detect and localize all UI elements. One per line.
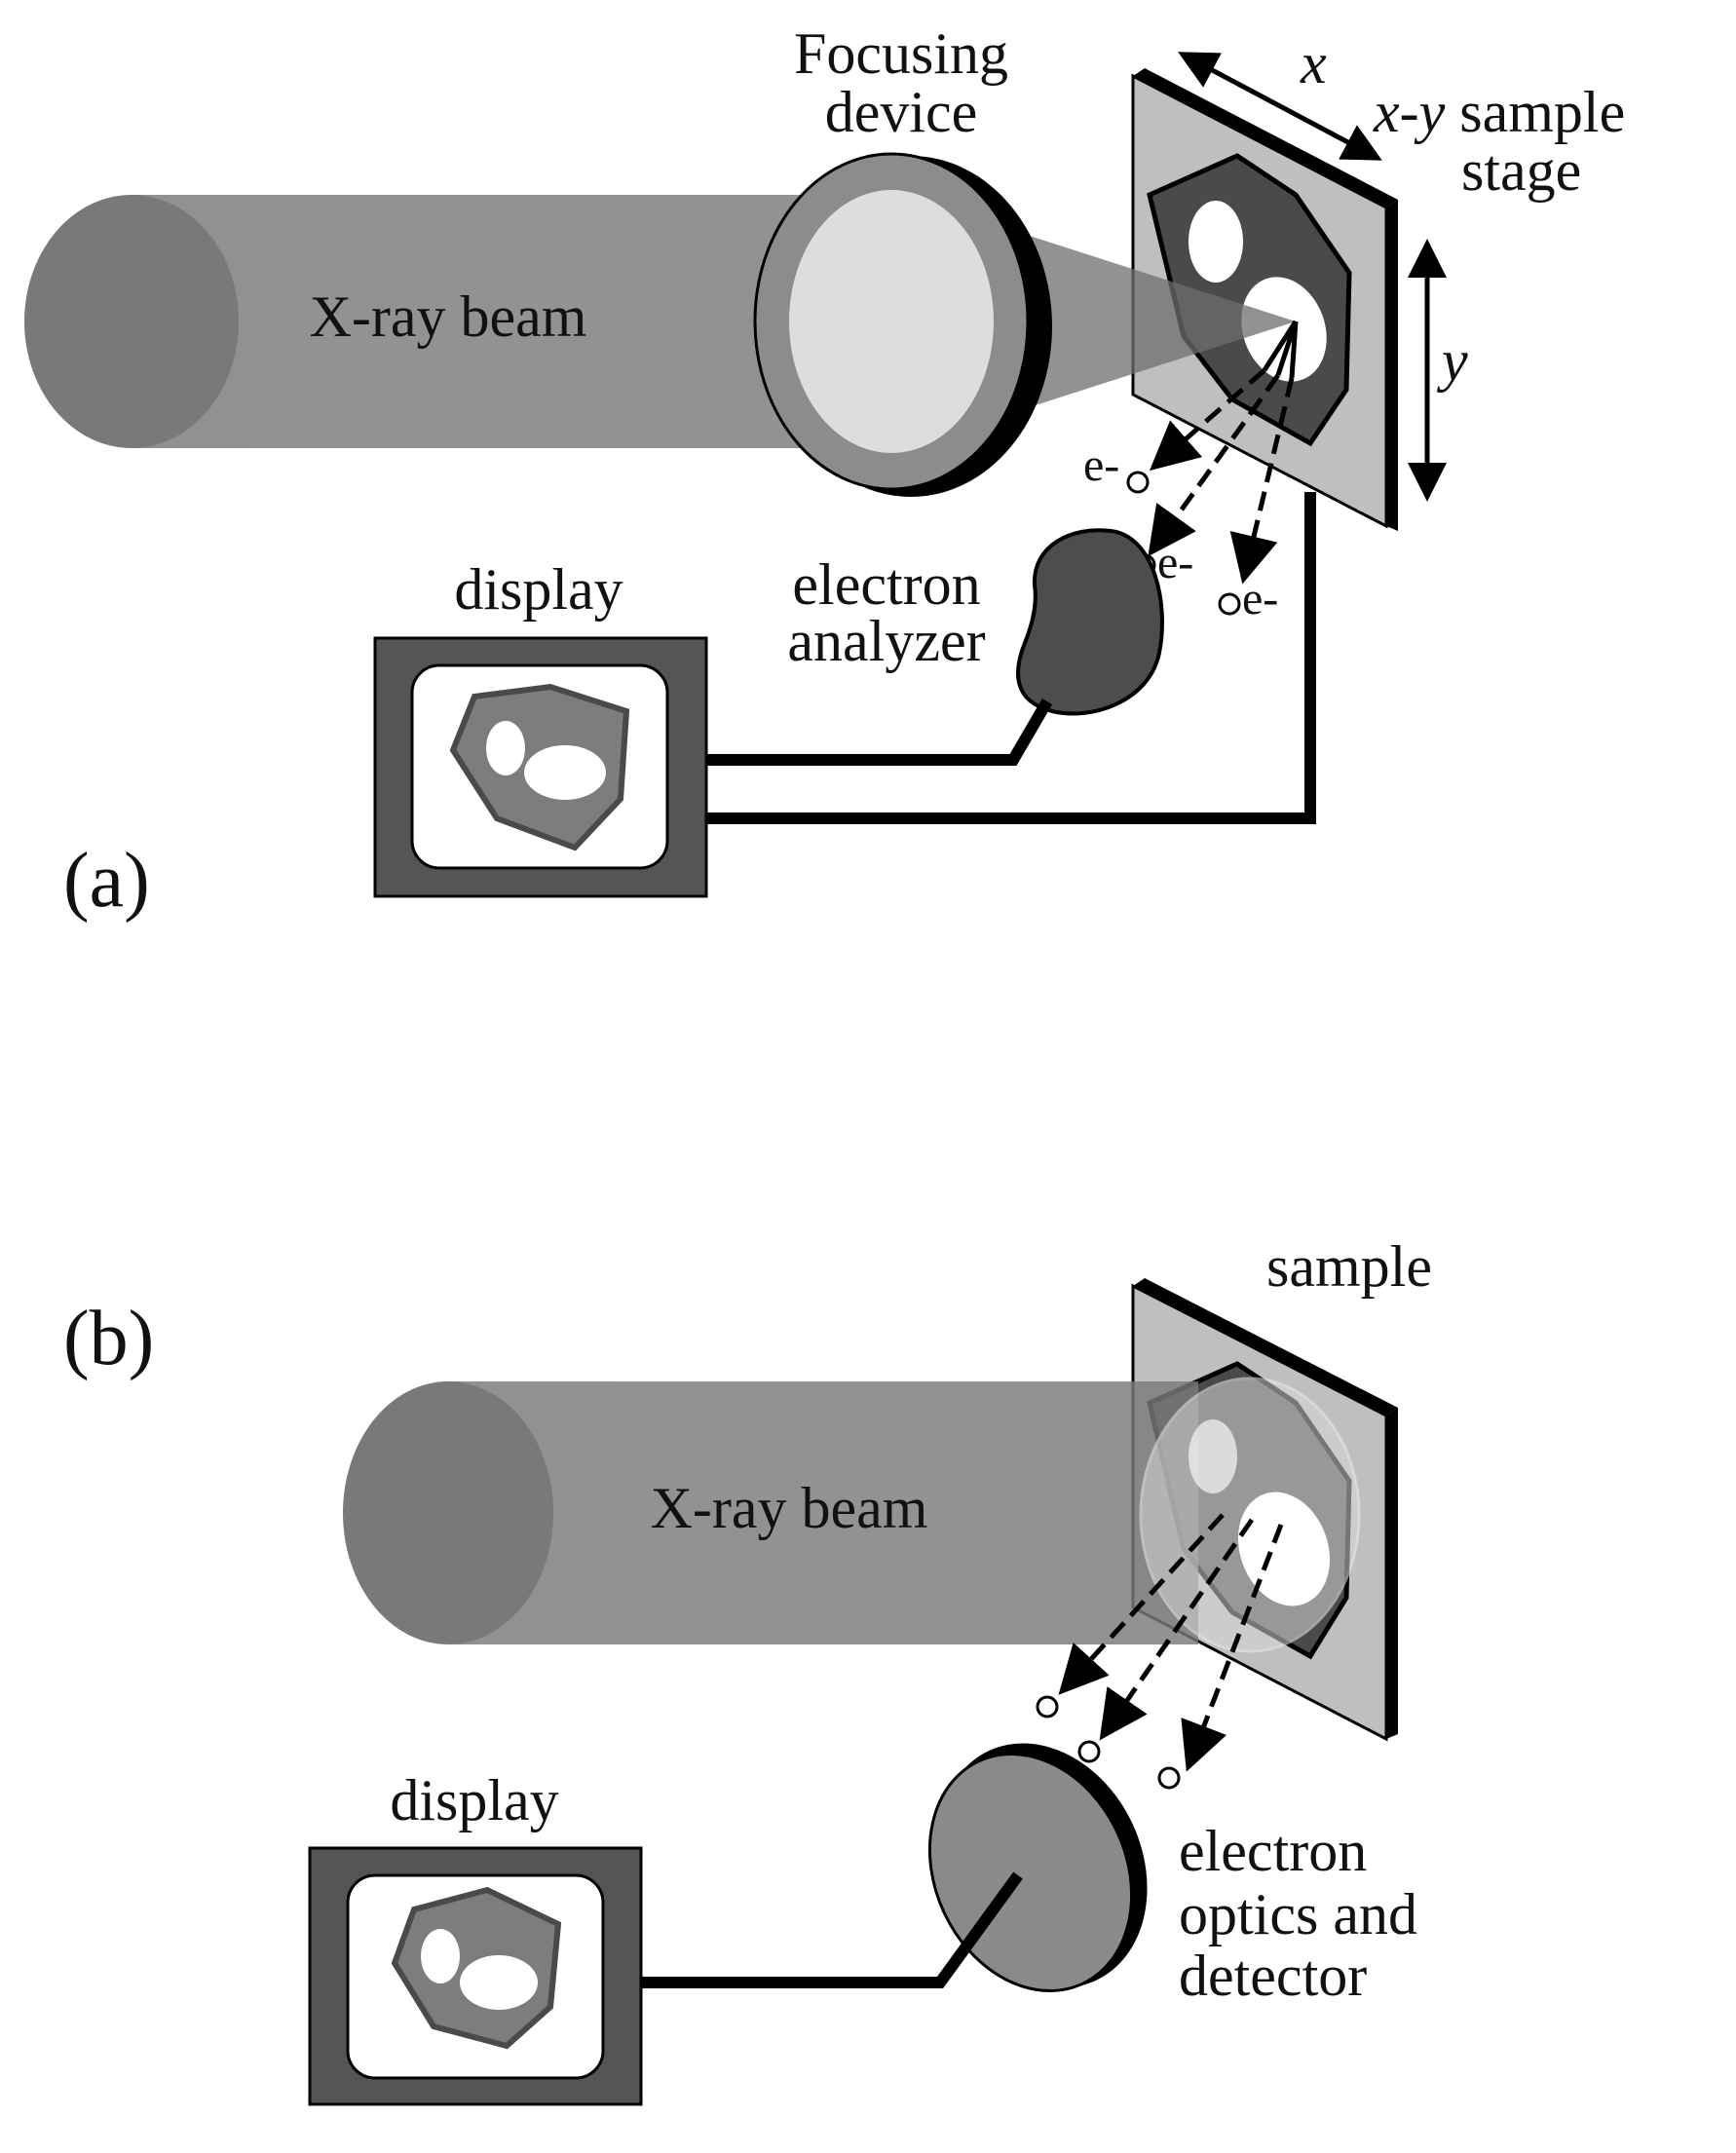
panel-a: X-ray beam Focusing device e- e: [24, 21, 1625, 924]
electron-label-2: e-: [1157, 537, 1193, 588]
y-axis-label: y: [1436, 328, 1468, 393]
x-axis-label: x: [1300, 31, 1327, 95]
focusing-label-line1: Focusing: [794, 21, 1008, 86]
electron-arrow-b1: [1058, 1513, 1225, 1695]
analyzer-label-line1: electron: [792, 552, 980, 617]
focused-beam-cone: [1008, 229, 1296, 414]
sample-feature-large-b: [1237, 1492, 1331, 1606]
electron-circle-3: [1218, 592, 1241, 616]
electron-arrow-3: [1229, 377, 1295, 585]
stage-label-x: x: [1373, 80, 1400, 144]
electron-trajectories-a: [1148, 368, 1295, 585]
electron-arrow-b3: [1181, 1524, 1284, 1772]
stage-label-line2: stage: [1461, 138, 1581, 203]
beam-label-a: X-ray beam: [310, 284, 587, 349]
display-monitor-a: [373, 636, 708, 898]
detector-display-cable: [638, 1871, 1023, 1988]
panel-label-a: (a): [63, 838, 150, 924]
sample-feature-small-b: [1189, 1419, 1237, 1493]
analyzer-display-cable: [701, 698, 1053, 766]
sample-label-b: sample: [1266, 1234, 1432, 1299]
beam-label-b: X-ray beam: [651, 1476, 928, 1540]
panel-label-b: (b): [63, 1296, 154, 1381]
sample-feature-small: [1189, 201, 1243, 283]
electron-circle-1: [1126, 471, 1150, 494]
detector-label-line3: detector: [1179, 1944, 1367, 2008]
stage-display-cable: [701, 492, 1316, 824]
stage-label-y: y: [1414, 80, 1446, 144]
electron-markers-b: [1036, 1695, 1181, 1790]
electron-arrow-b2: [1099, 1518, 1255, 1741]
detector-label-line2: optics and: [1179, 1882, 1417, 1946]
focusing-label-line2: device: [825, 80, 978, 144]
display-label-b: display: [390, 1768, 558, 1832]
electron-arrow-1: [1149, 368, 1266, 472]
display-label-a: display: [454, 557, 623, 622]
focusing-device: [753, 152, 1052, 497]
analyzer-label-line2: analyzer: [787, 609, 985, 673]
emission-rays: [1262, 320, 1299, 379]
display-monitor-b: [308, 1846, 643, 2106]
panel-b: X-ray beam sample electron optics and de…: [63, 1234, 1432, 2106]
xray-beam-a: [24, 195, 833, 448]
detector-label-line1: electron: [1179, 1819, 1367, 1883]
sample-feature-large: [1241, 277, 1327, 382]
electron-trajectories-b: [1058, 1513, 1284, 1772]
stage-label-dash: -: [1400, 80, 1419, 144]
x-axis-arrow: [1178, 52, 1382, 161]
electron-label-3: e-: [1242, 573, 1278, 624]
electron-analyzer: [1016, 528, 1164, 716]
stage-label-line1: x-y sample: [1373, 80, 1625, 144]
electron-arrow-2: [1148, 373, 1281, 557]
stage-label-rest: sample: [1445, 80, 1625, 144]
electron-label-1: e-: [1083, 439, 1119, 491]
xray-beam-b: [343, 1381, 1198, 1644]
